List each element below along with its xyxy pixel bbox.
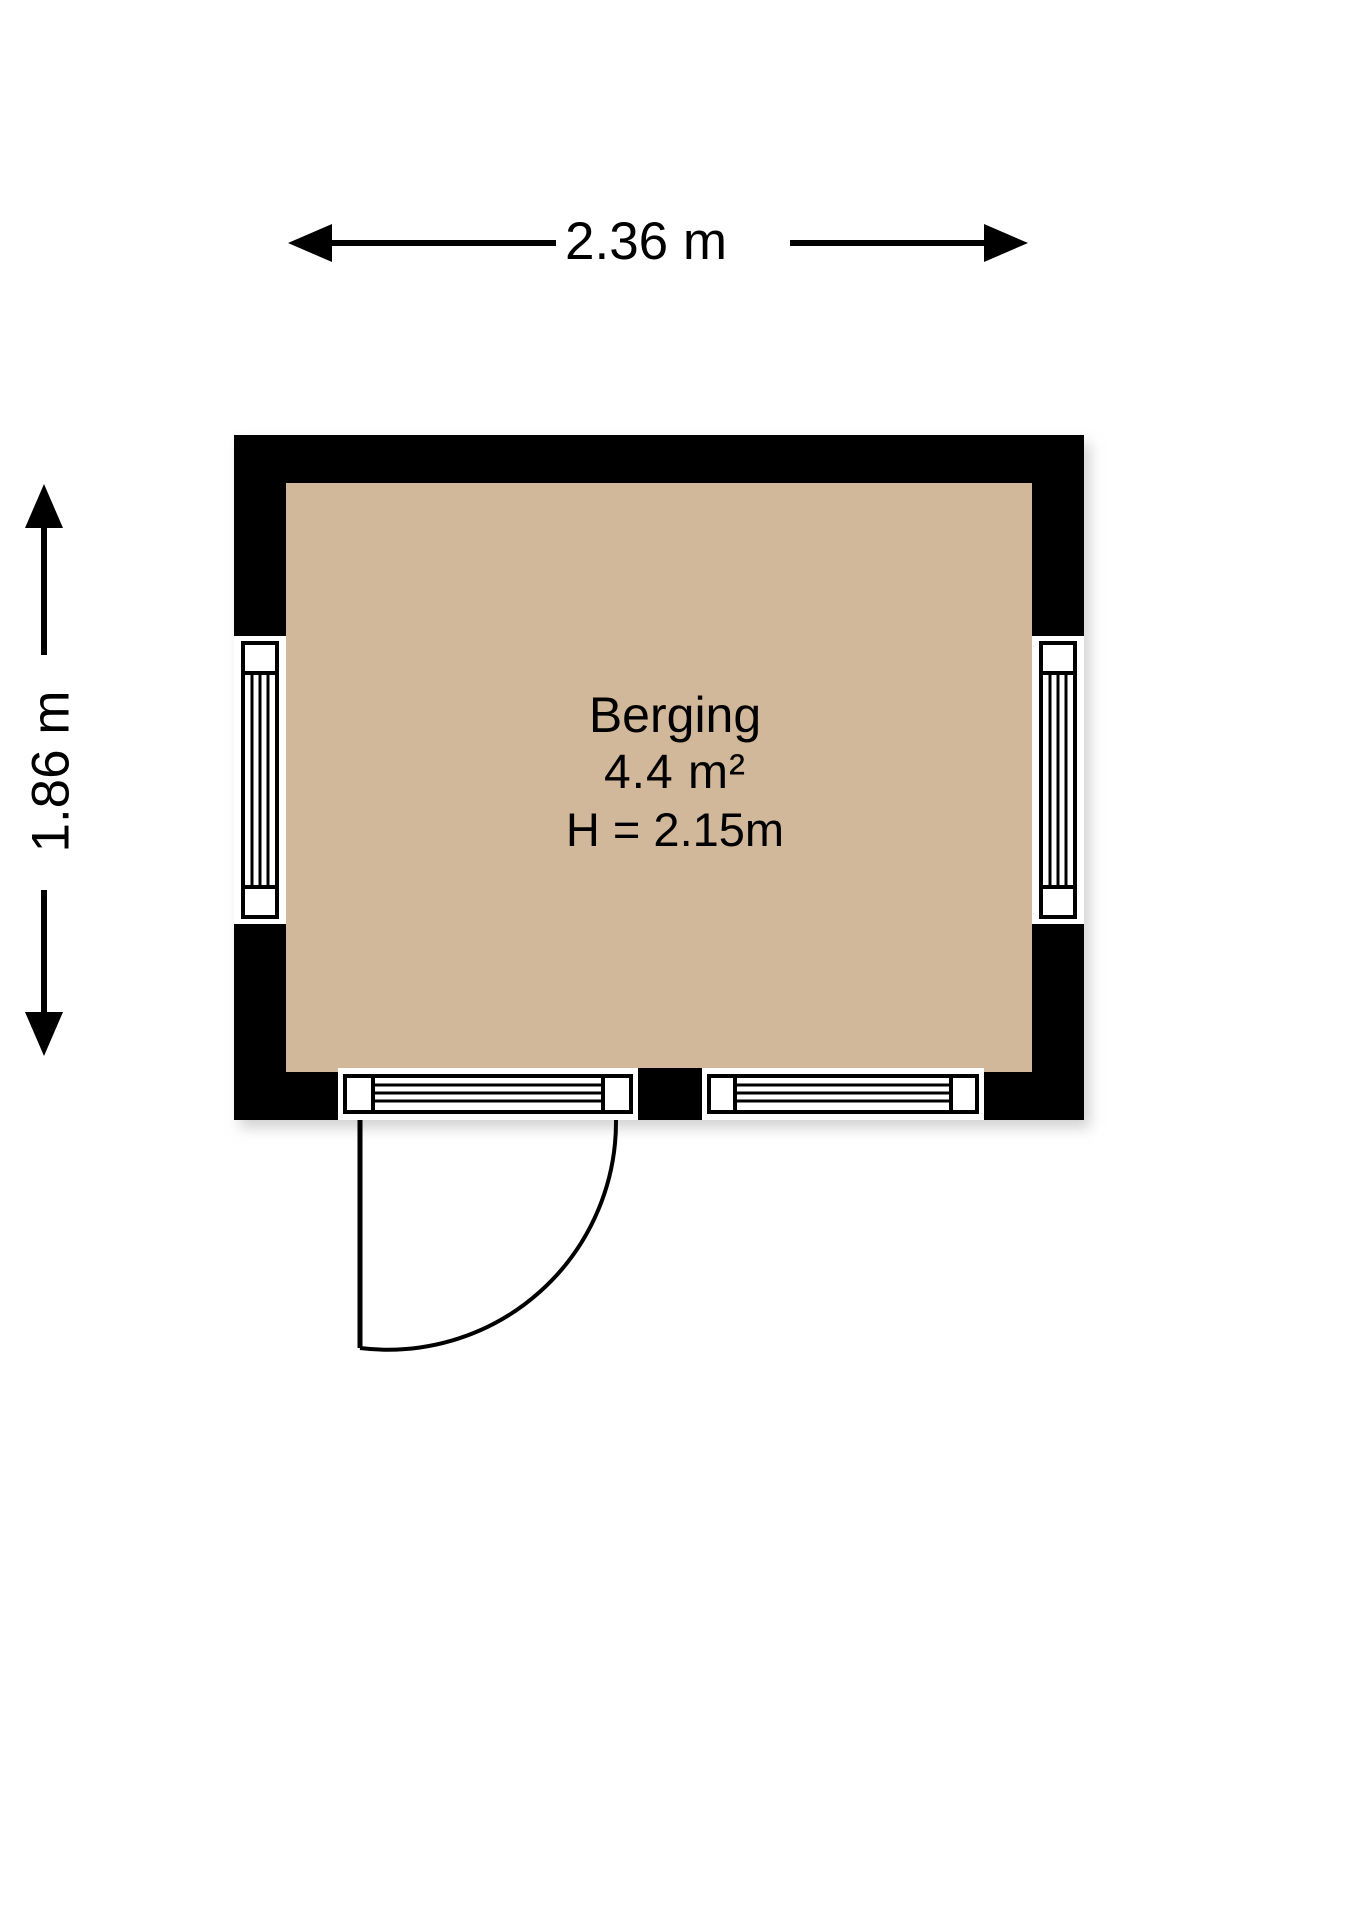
arrowhead-right-icon <box>984 224 1028 262</box>
window-bottom-right-jamb-start <box>707 1074 737 1114</box>
room-area-label: 4.4 m² <box>603 746 747 799</box>
bottom-wall-center-pier <box>638 1068 702 1120</box>
arrowhead-bottom-icon <box>25 1012 63 1056</box>
door-swing-arc <box>359 1119 619 1352</box>
window-bottom-right-jamb-end <box>949 1074 979 1114</box>
dimension-arrow-width <box>288 224 1028 262</box>
dimension-label-height: 1.86 m <box>21 690 81 853</box>
door-swing-bottom-left <box>357 1119 619 1352</box>
window-left <box>234 636 286 924</box>
dimension-arrow-height <box>25 484 63 1056</box>
bottom-wall-openings <box>338 1068 984 1120</box>
door-bottom-left-jamb-start <box>343 1074 375 1114</box>
arrowhead-top-icon <box>25 484 63 528</box>
room-label-berging: Berging 4.4 m² H = 2.15m <box>455 686 895 857</box>
window-right-cap-bottom <box>1039 885 1077 919</box>
window-right <box>1032 636 1084 924</box>
dimension-label-width: 2.36 m <box>565 212 728 271</box>
arrowhead-left-icon <box>288 224 332 262</box>
window-left-cap-top <box>241 641 279 675</box>
window-right-cap-top <box>1039 641 1077 675</box>
room-name-label: Berging <box>588 687 762 743</box>
door-bottom-left-jamb-end <box>601 1074 633 1114</box>
room-floor-berging <box>286 483 1032 1072</box>
building-shell <box>234 435 1084 1120</box>
window-left-cap-bottom <box>241 885 279 919</box>
room-ceiling-height-label: H = 2.15m <box>565 802 785 856</box>
